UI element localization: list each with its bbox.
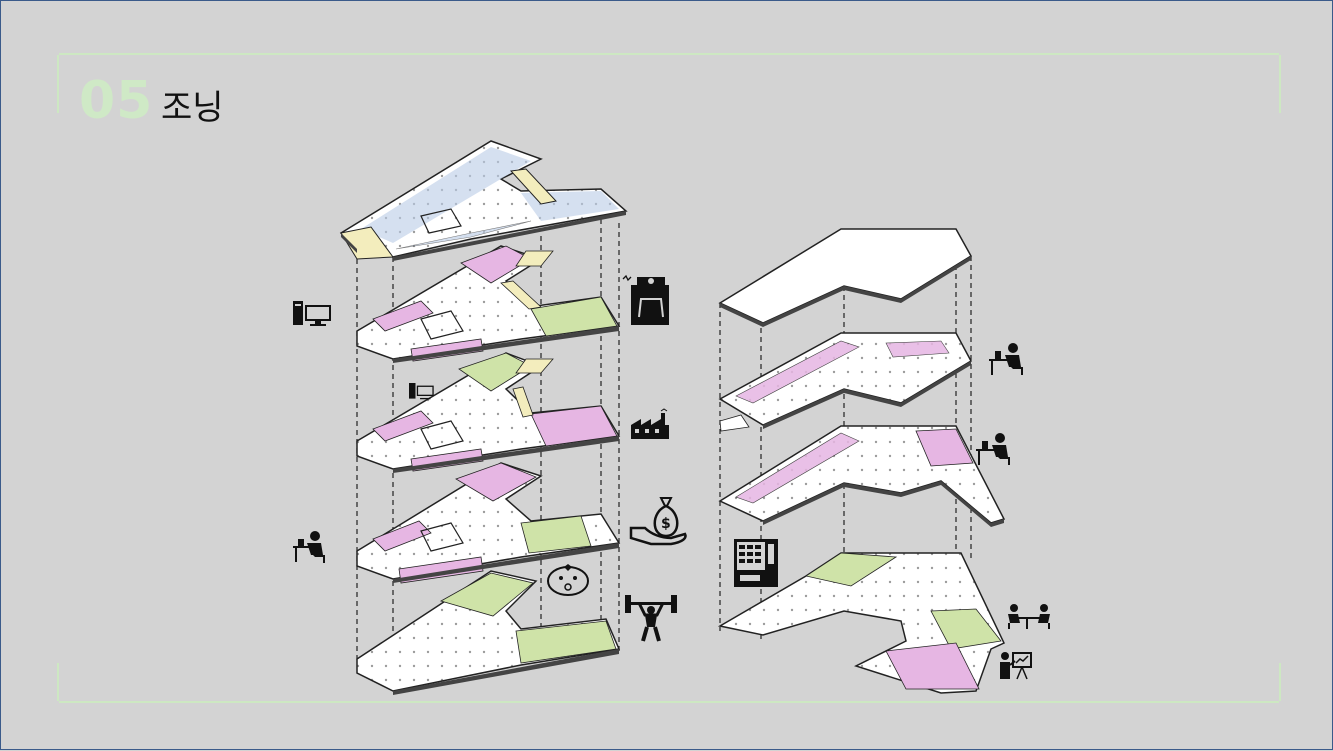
computer-icon: [409, 383, 434, 400]
meeting-icon: [1008, 604, 1050, 629]
desk-worker-icon: [989, 343, 1023, 375]
desk-worker-icon: [976, 433, 1010, 465]
right-roof: [718, 228, 973, 327]
weightlifter-icon: [625, 595, 677, 642]
money-bag-icon: $: [629, 497, 687, 546]
frame-bottom: [57, 663, 1281, 703]
presentation-screen-icon: [622, 274, 669, 325]
presenter-icon: [1000, 652, 1032, 680]
right-floor-2: [718, 425, 1006, 527]
left-floor-1: [356, 570, 621, 695]
left-floor-5: [339, 140, 628, 261]
section-number: 05: [79, 71, 154, 131]
computer-icon: [293, 301, 331, 326]
vending-machine-icon: [734, 539, 778, 587]
right-floor-3: [718, 332, 972, 432]
left-floor-3: [356, 352, 621, 473]
frame-top: [57, 53, 1281, 113]
right-tower: [717, 228, 1006, 694]
left-tower: [339, 140, 628, 695]
right-floor-1: [717, 552, 1006, 694]
baby-icon: [547, 564, 589, 596]
left-floor-2: [356, 462, 621, 584]
factory-icon: [631, 408, 669, 439]
left-floor-4: [356, 245, 621, 363]
office-worker-icon: [293, 531, 325, 563]
svg-text:$: $: [661, 516, 671, 532]
section-title: 조닝: [161, 88, 224, 128]
